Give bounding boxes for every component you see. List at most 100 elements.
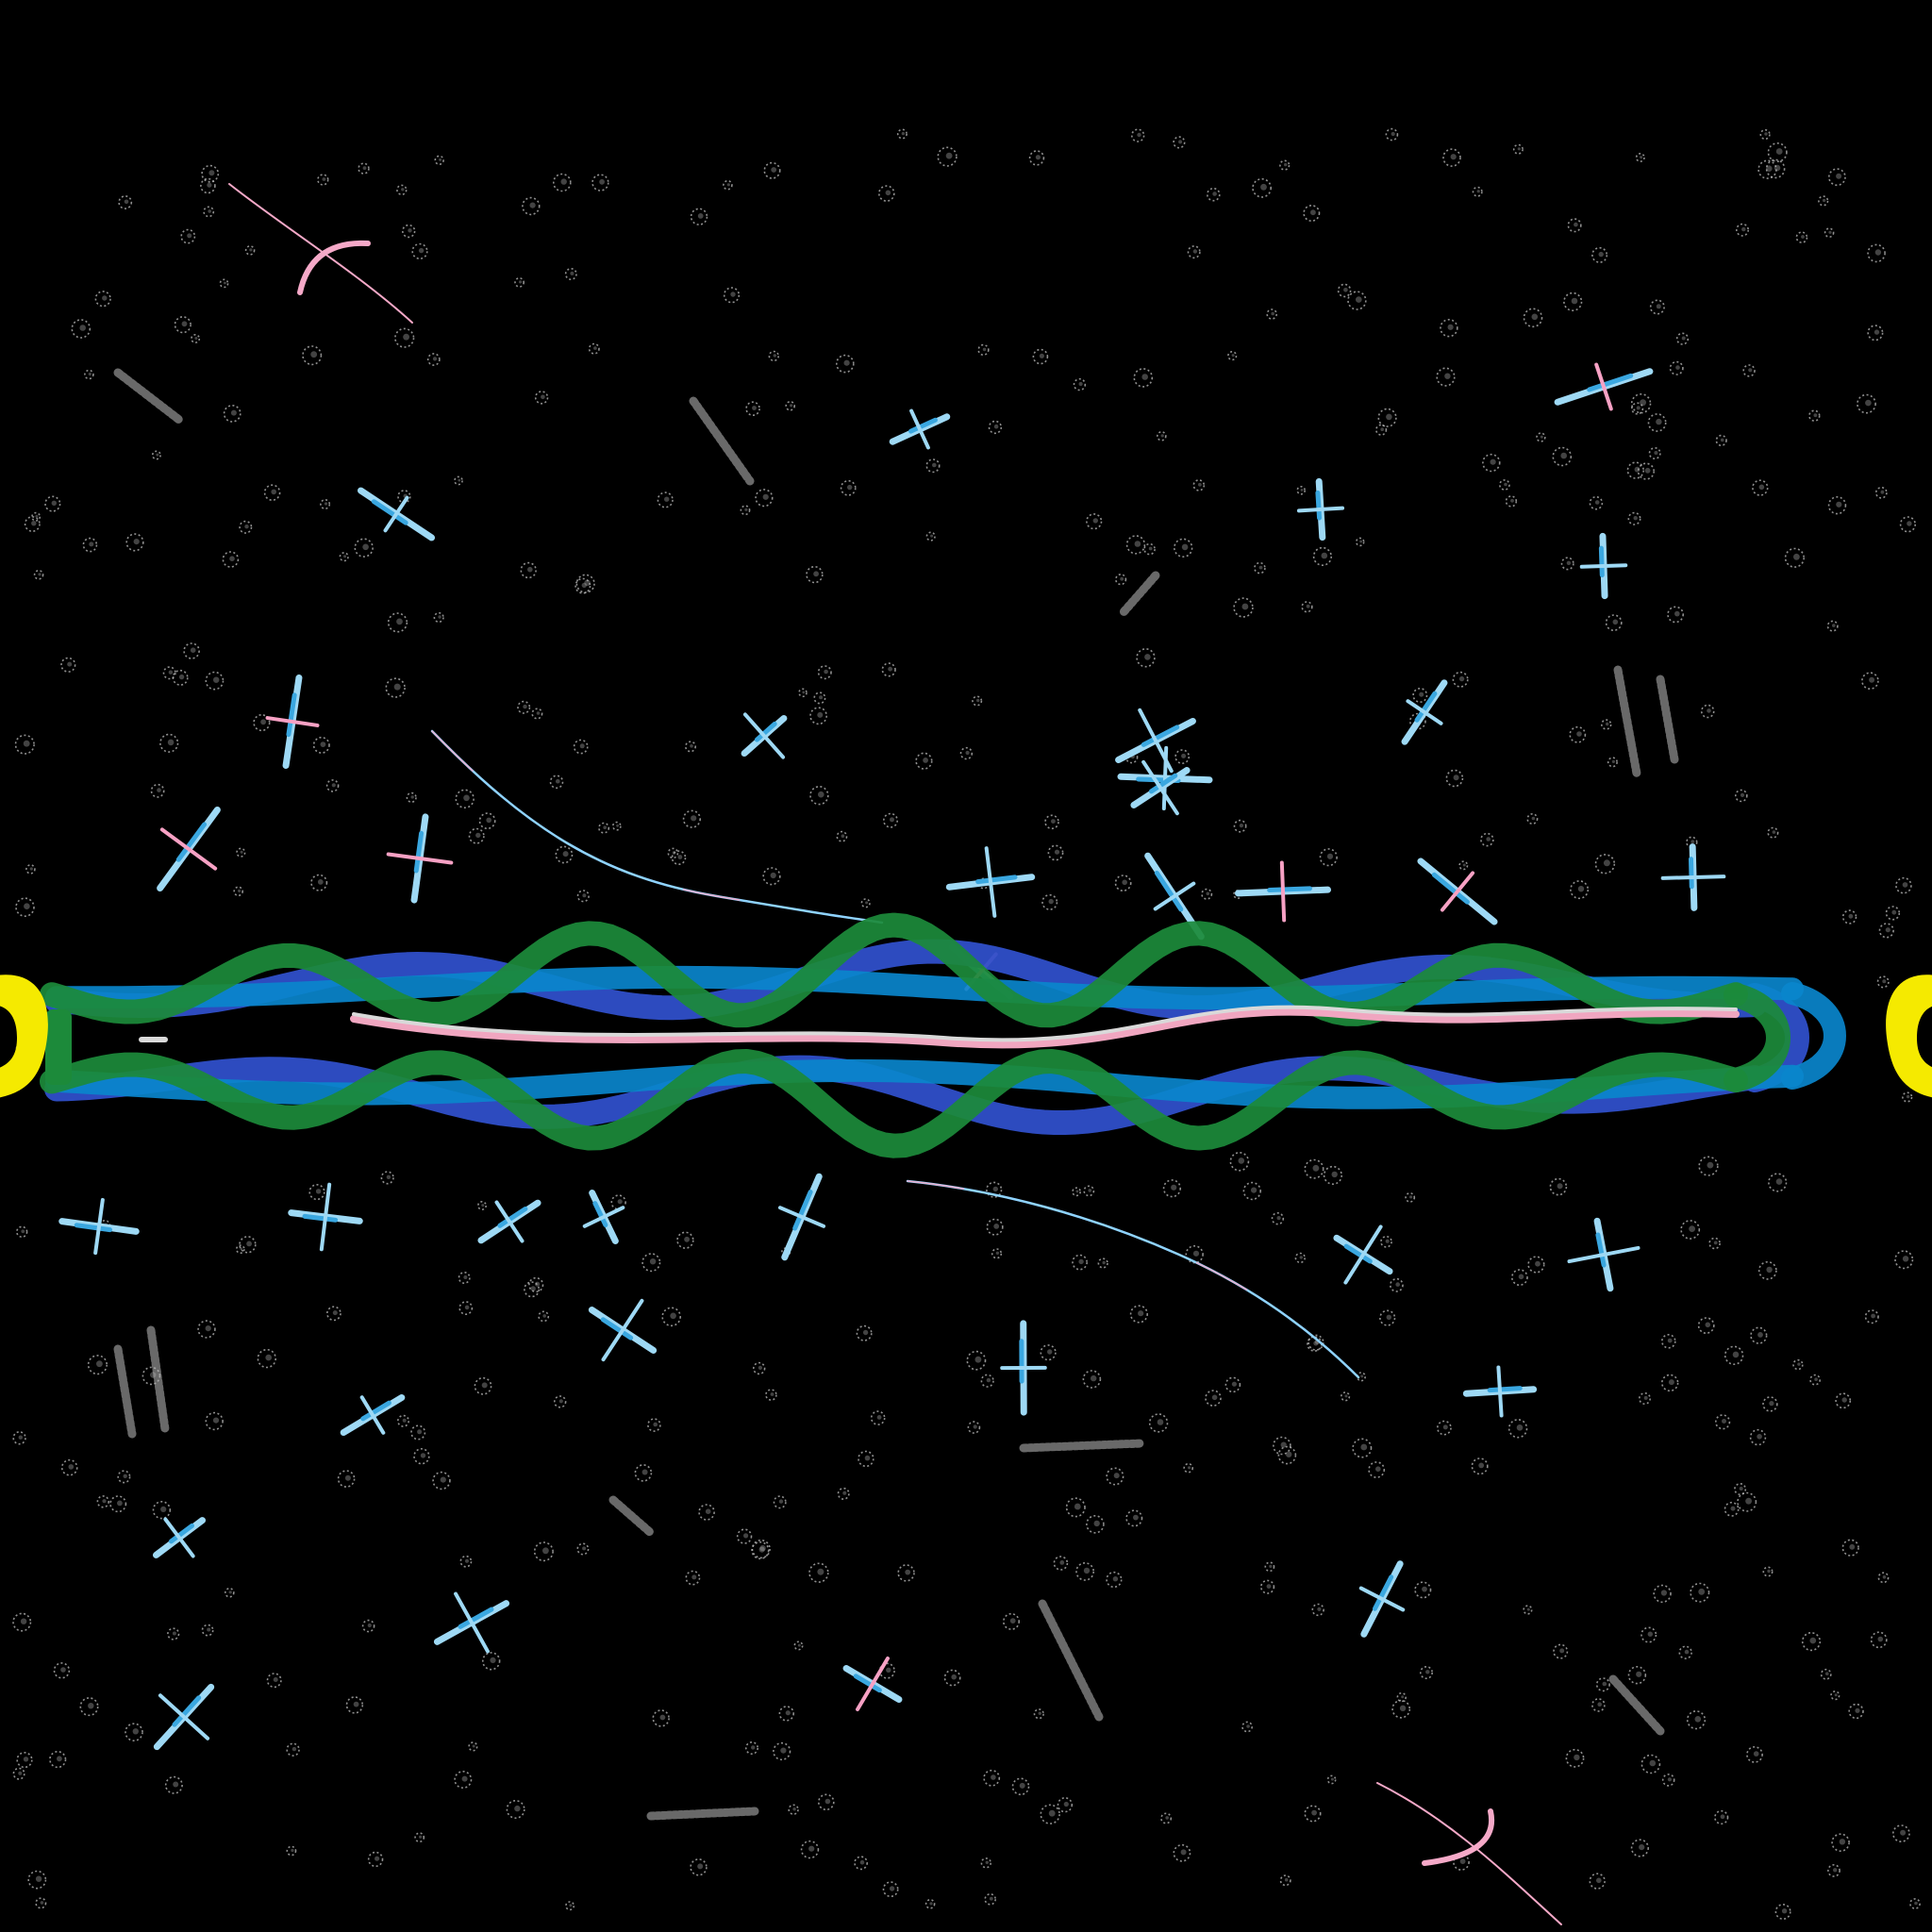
dust-speck <box>1106 1571 1123 1589</box>
dust-speck <box>1385 127 1399 142</box>
cross-particle <box>945 846 1036 918</box>
dust-speck <box>959 746 974 760</box>
dust-speck <box>33 569 44 580</box>
dust-speck <box>159 733 179 753</box>
dust-speck <box>553 1395 567 1408</box>
dust-speck <box>723 287 741 304</box>
dust-speck <box>164 1775 183 1794</box>
dust-speck <box>49 1750 67 1769</box>
dust-speck <box>1304 1158 1324 1179</box>
dust-speck <box>1205 1390 1222 1407</box>
dust-speck <box>414 1832 425 1843</box>
dust-speck <box>1301 601 1313 613</box>
dust-speck <box>1396 1691 1407 1703</box>
dust-streak <box>689 396 755 486</box>
dust-speck <box>1607 757 1618 768</box>
dust-speck <box>1312 546 1332 567</box>
cross-particle <box>1417 858 1498 925</box>
cross-particle <box>1554 362 1654 411</box>
dust-speck <box>1526 812 1539 824</box>
dust-speck <box>1626 461 1645 479</box>
dust-speck <box>610 1194 626 1210</box>
dust-speck <box>988 420 1003 435</box>
cross-particle <box>357 487 436 541</box>
dust-speck <box>205 1411 224 1431</box>
dust-speck <box>1507 1419 1528 1439</box>
dust-speck <box>1083 1185 1095 1197</box>
dust-speck <box>1570 880 1590 900</box>
cross-particle <box>58 1197 140 1256</box>
dust-speck <box>1028 150 1045 166</box>
dust-speck <box>690 208 708 225</box>
dust-speck <box>575 577 591 594</box>
dust-speck <box>191 333 201 343</box>
dust-speck <box>1173 136 1186 149</box>
dust-speck <box>806 565 824 584</box>
dust-speck <box>1412 687 1428 703</box>
dust-speck <box>1356 1372 1366 1382</box>
dust-speck <box>1690 1582 1710 1603</box>
dust-speck <box>1750 1326 1768 1344</box>
dust-speck <box>1033 1708 1044 1720</box>
dust-speck <box>588 342 600 355</box>
dust-speck <box>882 1881 899 1898</box>
dust-speck <box>785 400 796 411</box>
dust-speck <box>763 161 781 179</box>
dust-speck <box>1649 299 1665 315</box>
dust-speck <box>1414 1581 1432 1599</box>
dust-streak <box>113 1344 137 1439</box>
dust-streak <box>1038 1599 1104 1722</box>
dust-speck <box>1831 1833 1850 1852</box>
dust-speck <box>14 734 35 755</box>
dust-speck <box>967 1421 981 1434</box>
dust-speck <box>1044 814 1059 830</box>
dust-speck <box>1801 1631 1822 1652</box>
dust-speck <box>411 242 428 260</box>
dust-speck <box>308 1183 325 1201</box>
dust-speck <box>740 505 751 516</box>
dust-speck <box>808 1562 829 1583</box>
dust-speck <box>117 1470 131 1484</box>
dust-speck <box>1129 1305 1148 1324</box>
dust-speck <box>1661 1774 1675 1787</box>
dust-speck <box>1762 1396 1778 1412</box>
dust-speck <box>1830 1690 1840 1701</box>
dust-speck <box>647 1418 661 1432</box>
dust-speck <box>1259 1579 1275 1594</box>
dust-speck <box>1420 1666 1434 1680</box>
dust-speck <box>1472 186 1483 197</box>
dust-speck <box>1499 479 1510 491</box>
dust-speck <box>53 1662 71 1679</box>
dust-speck <box>162 666 176 680</box>
dust-speck <box>12 1612 32 1632</box>
dust-speck <box>201 164 220 183</box>
dust-speck <box>1512 143 1524 155</box>
dust-speck <box>474 1376 492 1395</box>
dust-speck <box>239 1236 257 1254</box>
dust-speck <box>84 369 94 380</box>
dust-speck <box>634 1464 653 1482</box>
dust-speck <box>1714 1414 1731 1430</box>
dust-speck <box>236 847 246 858</box>
dust-speck <box>1827 1864 1840 1877</box>
dust-speck <box>641 1253 661 1273</box>
dust-speck <box>671 850 687 866</box>
dust-speck <box>1125 1509 1143 1527</box>
dust-speck <box>1086 513 1103 530</box>
dust-speck <box>396 1414 409 1427</box>
dust-speck <box>817 665 832 680</box>
dust-speck <box>1440 319 1458 338</box>
dust-speck <box>1201 888 1213 900</box>
dust-speck <box>1073 377 1087 391</box>
dust-speck <box>1480 832 1494 847</box>
dust-speck <box>1377 408 1397 427</box>
dust-speck <box>1792 1358 1804 1371</box>
dust-speck <box>744 1741 758 1756</box>
dust-speck <box>1303 205 1321 223</box>
dust-speck <box>1808 409 1821 422</box>
dust-speck <box>1877 1572 1890 1584</box>
cross-particle <box>1130 759 1191 816</box>
dust-speck <box>1436 367 1456 387</box>
dust-speck <box>860 898 871 908</box>
dust-speck <box>813 691 826 705</box>
